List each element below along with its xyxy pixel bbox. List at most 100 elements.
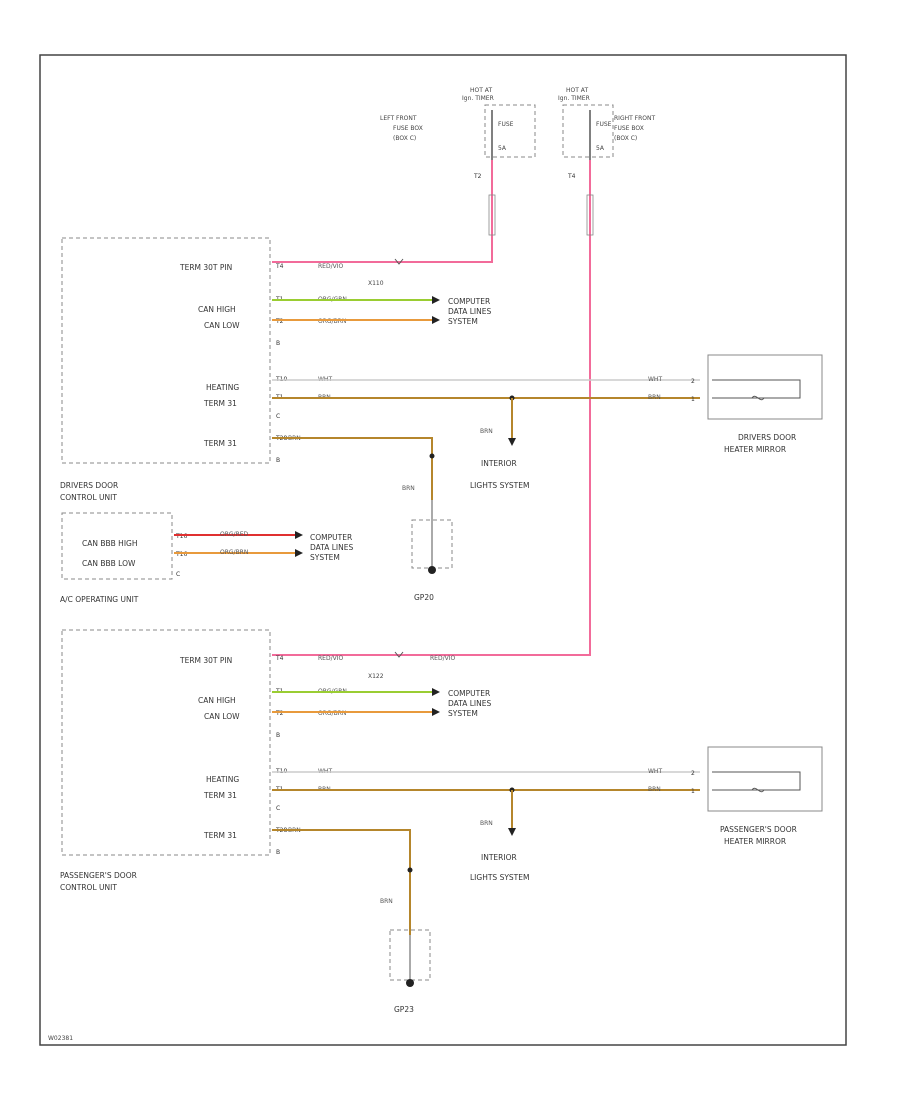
passenger-computer-label-1: COMPUTER (448, 689, 490, 698)
left-fuse-label-2: FUSE BOX (393, 125, 423, 132)
passenger-unit-name-2: CONTROL UNIT (60, 883, 117, 892)
passenger-computer-label-3: SYSTEM (448, 709, 478, 718)
right-fuse-label-3: (BOX C) (614, 135, 637, 142)
driver-pin-label-1: CAN HIGH (198, 305, 236, 314)
ground1-label: GP20 (414, 593, 434, 602)
passenger-interior-label-1: INTERIOR (481, 853, 517, 862)
right-fuse-amps: 5A (596, 145, 605, 152)
driver-ground-wire-code: BRN (402, 485, 415, 492)
left-fuse-box-outline (484, 104, 536, 158)
driver-pin-label-0: TERM 30T PIN (179, 263, 232, 272)
ac-unit-name: A/C OPERATING UNIT (60, 595, 139, 604)
driver-computer-label-1: COMPUTER (448, 297, 490, 306)
left-fuse-box: HOT AT Ign. TIMER FUSE 5A LEFT FRONT FUS… (380, 87, 536, 180)
driver-mirror-label-1: DRIVERS DOOR (738, 433, 796, 442)
right-fuse-name: FUSE (596, 121, 612, 128)
right-fuse-label-2: FUSE BOX (614, 125, 644, 132)
driver-mirror-pin-1: 1 (691, 396, 695, 403)
passenger-splice-mark (394, 651, 404, 658)
driver-unit-name-2: CONTROL UNIT (60, 493, 117, 502)
driver-mirror-outline (707, 354, 823, 420)
right-fuse-timer: Ign. TIMER (558, 95, 590, 102)
driver-unit-name-1: DRIVERS DOOR (60, 481, 118, 490)
right-fuse-box: HOT AT Ign. TIMER FUSE 5A RIGHT FRONT FU… (558, 87, 656, 180)
driver-computer-label-2: DATA LINES (448, 307, 491, 316)
driver-pin-0: T4 (275, 263, 284, 270)
passenger-mirror-wire-code-2: BRN (648, 786, 661, 793)
passenger-pin-label-2: CAN LOW (204, 712, 240, 721)
passenger-mirror-pin-1: 1 (691, 788, 695, 795)
driver-connector-b1: B (276, 340, 280, 347)
passenger-wire-code-2: ORG/BRN (318, 710, 346, 717)
ac-pin-label-0: CAN BBB HIGH (82, 539, 138, 548)
ac-operating-unit: CAN BBB HIGH CAN BBB LOW T16 T16 C ORG/R… (60, 512, 353, 604)
left-fuse-pin: T2 (473, 173, 482, 180)
passenger-connector-b2: B (276, 849, 280, 856)
passenger-mirror-label-1: PASSENGER'S DOOR (720, 825, 797, 834)
ac-computer-label-2: DATA LINES (310, 543, 353, 552)
driver-pin-2: T2 (275, 318, 284, 325)
driver-computer-label-3: SYSTEM (448, 317, 478, 326)
driver-ground-wire: BRN GP20 (272, 437, 453, 602)
left-fuse-label-3: (BOX C) (393, 135, 416, 142)
passenger-mirror-heater-icon (751, 787, 765, 793)
driver-pin-label-5: TERM 31 (203, 439, 237, 448)
passenger-interior-wire-code: BRN (480, 820, 493, 827)
right-fuse-label-1: RIGHT FRONT (614, 115, 656, 122)
driver-mirror-wire-code-1: WHT (648, 376, 662, 383)
left-fuse-timer: Ign. TIMER (462, 95, 494, 102)
driver-door-control-unit: TERM 30T PIN CAN HIGH CAN LOW HEATING TE… (60, 237, 404, 502)
right-power-wire (272, 160, 591, 656)
passenger-pin-label-0: TERM 30T PIN (179, 656, 232, 665)
ac-wire-code-0: ORG/RED (220, 531, 249, 538)
passenger-heater-mirror: 2 1 PASSENGER'S DOOR HEATER MIRROR (691, 746, 823, 846)
ground2-box (389, 929, 431, 981)
driver-splice-mark (394, 258, 404, 265)
passenger-mirror-pin-2: 2 (691, 770, 695, 777)
driver-unit-outline (61, 237, 271, 464)
passenger-unit-outline (61, 629, 271, 856)
power-feed-wires (272, 160, 594, 656)
ac-wire-code-1: ORG/BRN (220, 549, 248, 556)
driver-mirror-label-2: HEATER MIRROR (724, 445, 786, 454)
passenger-pin-label-3: HEATING (206, 775, 239, 784)
passenger-interior-label-2: LIGHTS SYSTEM (470, 873, 529, 882)
passenger-door-control-unit: TERM 30T PIN CAN HIGH CAN LOW HEATING TE… (60, 629, 455, 892)
diagram-frame (39, 54, 847, 1046)
ac-connector: C (176, 571, 180, 578)
driver-can-wires: COMPUTER DATA LINES SYSTEM (272, 296, 491, 326)
passenger-connector-c: C (276, 805, 280, 812)
ac-computer-label-3: SYSTEM (310, 553, 340, 562)
left-fuse-label-1: LEFT FRONT (380, 115, 417, 122)
right-fuse-connector (586, 194, 594, 236)
passenger-mirror-wire-code-1: WHT (648, 768, 662, 775)
passenger-ground-wire: BRN GP23 (272, 829, 431, 1014)
ground2-label: GP23 (394, 1005, 414, 1014)
passenger-mirror-label-2: HEATER MIRROR (724, 837, 786, 846)
driver-pin-label-3: HEATING (206, 383, 239, 392)
driver-interior-label-1: INTERIOR (481, 459, 517, 468)
passenger-can-wires: COMPUTER DATA LINES SYSTEM (272, 688, 491, 718)
passenger-heating-wires: BRN INTERIOR LIGHTS SYSTEM WHT BRN (272, 768, 700, 882)
driver-mirror-pin-2: 2 (691, 378, 695, 385)
driver-interior-wire-code: BRN (480, 428, 493, 435)
ac-pin-1: T16 (175, 551, 187, 558)
passenger-computer-label-2: DATA LINES (448, 699, 491, 708)
driver-interior-label-2: LIGHTS SYSTEM (470, 481, 529, 490)
passenger-pin-label-5: TERM 31 (203, 831, 237, 840)
driver-heater-mirror: 2 1 DRIVERS DOOR HEATER MIRROR (691, 354, 823, 454)
passenger-pin-0: T4 (275, 655, 284, 662)
right-fuse-hot-at: HOT AT (566, 87, 588, 94)
driver-mirror-wire-code-2: BRN (648, 394, 661, 401)
right-fuse-pin: T4 (567, 173, 576, 180)
driver-connector-c: C (276, 413, 280, 420)
passenger-wire-code-after-splice: RED/VIO (430, 655, 455, 662)
left-fuse-amps: 5A (498, 145, 507, 152)
driver-heating-wires: BRN INTERIOR LIGHTS SYSTEM WHT BRN (272, 376, 700, 490)
ac-pin-0: T16 (175, 533, 187, 540)
passenger-pin-label-4: TERM 31 (203, 791, 237, 800)
passenger-pin-label-1: CAN HIGH (198, 696, 236, 705)
ac-unit-outline (61, 512, 173, 580)
figure-code: W02381 (48, 1035, 73, 1042)
